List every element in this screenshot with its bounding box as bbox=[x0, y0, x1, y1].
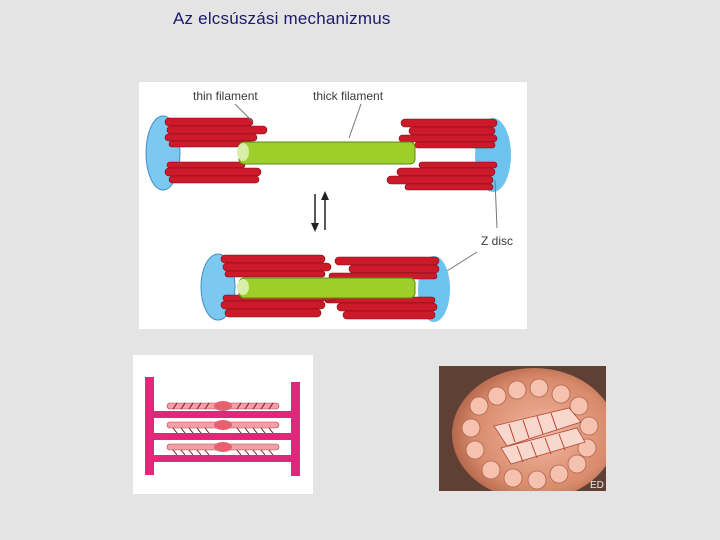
label-z-disc: Z disc bbox=[481, 234, 513, 248]
sarcomere-schematic bbox=[133, 355, 313, 494]
contraction-arrows bbox=[311, 191, 329, 232]
sarcomere-striations bbox=[508, 412, 566, 463]
schematic-cross-bridges bbox=[172, 402, 274, 456]
myofibril-cells bbox=[461, 378, 599, 490]
schematic-canvas bbox=[145, 377, 300, 476]
label-thick-filament: thick filament bbox=[313, 89, 384, 103]
exposed-myofibrils bbox=[493, 407, 586, 465]
contracted-sarcomere bbox=[200, 253, 450, 322]
micrograph-canvas: ED bbox=[439, 366, 606, 491]
thick-filament-end-top bbox=[237, 143, 249, 161]
image-credit: ED bbox=[590, 480, 604, 491]
arrow-up-head bbox=[321, 191, 329, 200]
thick-filament-bottom bbox=[238, 277, 416, 299]
label-thin-filament: thin filament bbox=[193, 89, 258, 103]
thin-filaments-left-top bbox=[164, 117, 268, 184]
schematic-z-line-left bbox=[145, 377, 154, 475]
relaxed-sarcomere bbox=[145, 115, 511, 192]
thick-filament-top bbox=[238, 141, 416, 165]
diagram-canvas: thin filament thick filament Z disc bbox=[145, 89, 513, 322]
arrow-down-head bbox=[311, 223, 319, 232]
schematic-thin-filaments bbox=[153, 411, 293, 462]
muscle-fiber-image: ED bbox=[439, 366, 606, 491]
schematic-z-line-right bbox=[291, 382, 300, 476]
sliding-filament-diagram: thin filament thick filament Z disc bbox=[139, 82, 527, 329]
thick-filament-end-bottom bbox=[237, 279, 249, 295]
schematic-thick-filaments bbox=[166, 401, 280, 452]
slide-title: Az elcsúszási mechanizmus bbox=[173, 9, 391, 28]
